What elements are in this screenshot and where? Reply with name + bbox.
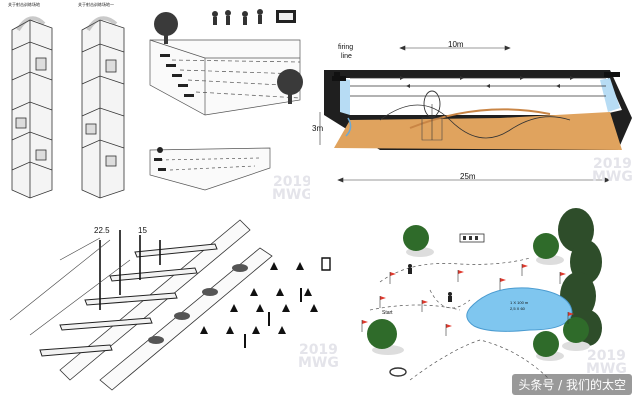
start-label: Start — [382, 310, 393, 316]
watermark-year: 2019 — [586, 348, 626, 364]
watermark-bottom-right: 2019 MWG — [586, 348, 627, 377]
lake-label-1: 1 X 100 m — [510, 300, 529, 305]
dim-22-5-label: 22.5 — [94, 226, 110, 235]
panel-obstacle-course: 1 X 100 m 2,5 X 60 Start 2019 MWG — [350, 200, 640, 401]
watermark-brand: MWG — [298, 355, 339, 371]
left-wall — [340, 78, 350, 115]
right-wall — [600, 78, 620, 112]
firing-line-label-2: line — [341, 53, 352, 60]
obstacle-course-map — [361, 208, 602, 381]
watermark-brand: MWG — [592, 169, 633, 185]
range-diagram — [319, 45, 632, 183]
dim-15-label: 15 — [138, 226, 147, 235]
dim-25m-label: 25m — [460, 172, 476, 181]
panel-range-diagram: firing line 10m 3m 25m 2019 MWG — [310, 0, 640, 200]
firing-line-label-1: firing — [338, 44, 354, 51]
sand-floor — [334, 112, 622, 150]
stepped-range-drawing — [9, 219, 331, 391]
panel-stepped-range: 22.5 15 2019 MWG — [0, 200, 350, 401]
watermark-brand: MWG — [586, 361, 627, 377]
dim-3m-label: 3m — [312, 124, 324, 133]
watermark-top-right: 2019 MWG — [592, 156, 633, 185]
watermark-year: 2019 — [272, 174, 310, 190]
watermark-year: 2019 — [298, 342, 338, 358]
watermark-year: 2019 — [592, 156, 632, 172]
panel-building-sections: 关于射击训练场地 关于射击训练场地一 — [0, 0, 310, 200]
dim-10m-label: 10m — [448, 40, 464, 49]
lake — [466, 287, 573, 332]
lake-label-2: 2,5 X 60 — [510, 306, 525, 311]
caption-left: 关于射击训练场地 — [8, 2, 40, 7]
watermark-bottom-left: 2019 MWG — [298, 342, 339, 371]
watermark-brand: MWG — [272, 187, 310, 200]
building-section-drawings — [11, 9, 303, 199]
caption-right: 关于射击训练场地一 — [78, 2, 114, 7]
source-footer: 头条号 / 我们的太空 — [512, 374, 632, 395]
watermark-top-left: 2019 MWG — [272, 174, 310, 200]
